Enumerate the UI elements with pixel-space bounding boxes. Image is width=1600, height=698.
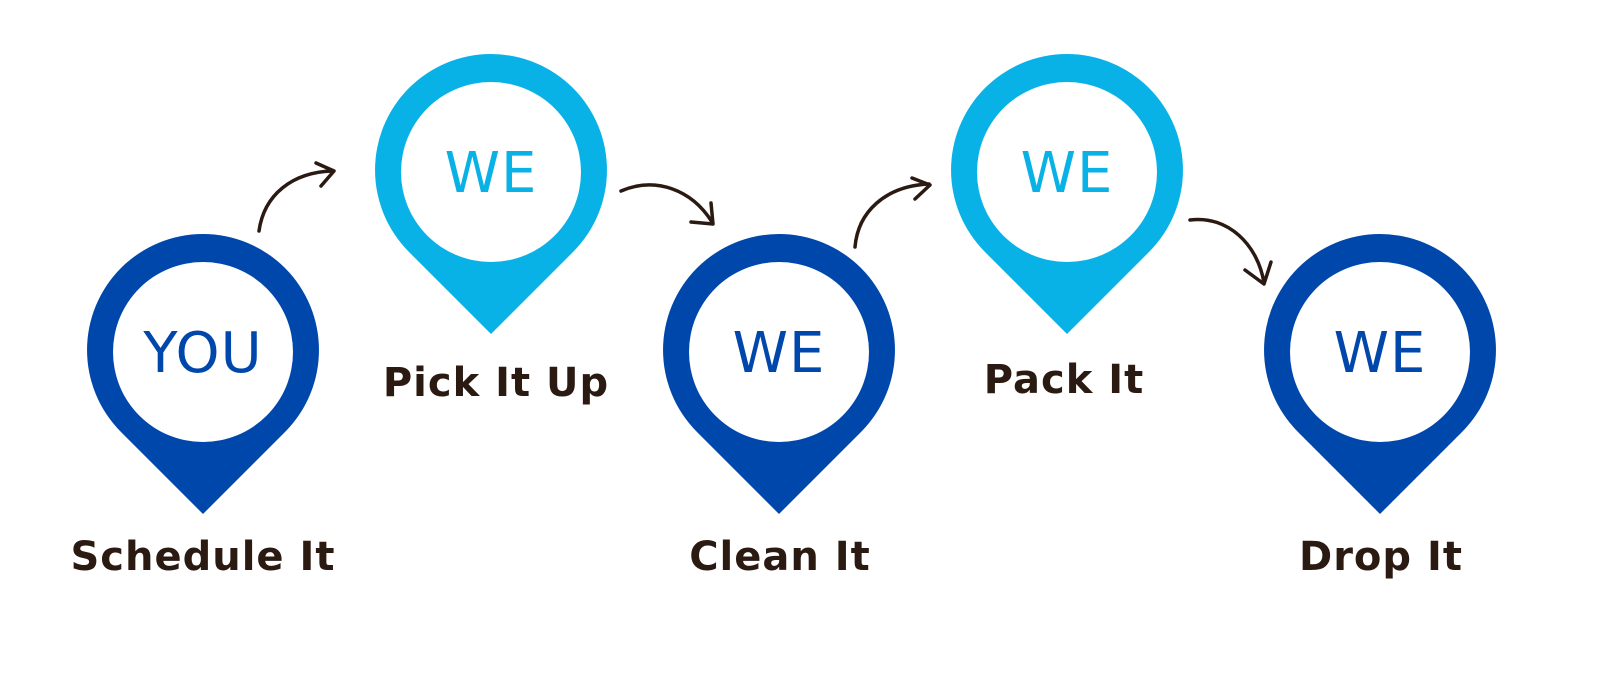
pin-text: WE [1021,141,1114,206]
step-label: Schedule It [70,534,335,580]
pin-inner-circle [401,82,581,262]
step-clean-it: WE Clean It [663,234,895,580]
step-pack-it: WE Pack It [951,54,1183,403]
pin-inner-circle [689,262,869,442]
step-label: Clean It [689,534,871,580]
arrow-icon [1188,217,1273,286]
step-schedule-it: YOU Schedule It [70,234,335,580]
step-label: Drop It [1299,534,1463,580]
arrow-icon [853,176,932,249]
pin-text: WE [1334,321,1427,386]
step-label: Pack It [984,357,1144,403]
pin-text: YOU [142,321,262,386]
arrow-icon [619,183,715,226]
arrow-icon [257,161,336,233]
pin-inner-circle [113,262,293,442]
pin-text: WE [733,321,826,386]
pin-inner-circle [1290,262,1470,442]
step-label: Pick It Up [383,360,609,406]
step-pick-it-up: WE Pick It Up [375,54,609,406]
step-drop-it: WE Drop It [1264,234,1496,580]
pin-inner-circle [977,82,1157,262]
pin-text: WE [445,141,538,206]
